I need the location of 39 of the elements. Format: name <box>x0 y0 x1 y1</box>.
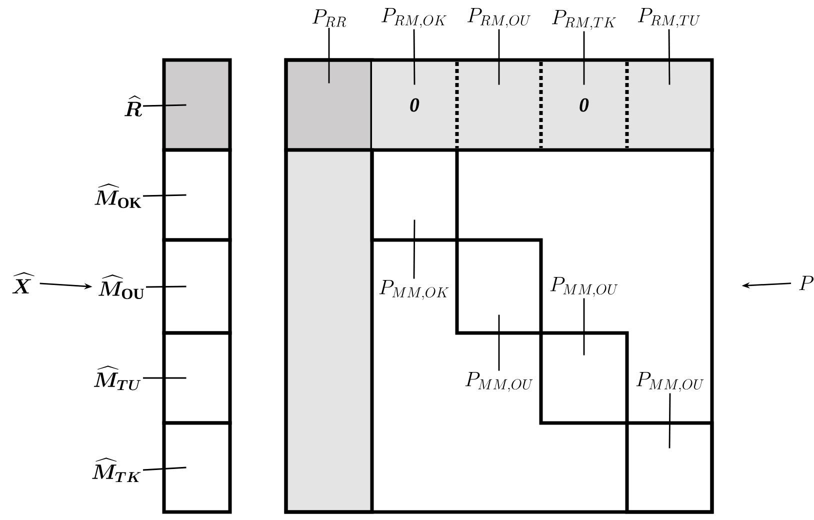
matrix-cell: 0 <box>541 60 627 150</box>
vector-label: $\widehat{X}$ <box>12 272 34 294</box>
element-label: $\widehat{M}_{TK}$ <box>92 458 141 482</box>
leader-line <box>668 29 670 85</box>
matrix-cell: 0 <box>372 60 457 150</box>
vector-cell <box>162 421 232 514</box>
element-label: $\widehat{M}_{TU}$ <box>94 366 141 390</box>
block-label: $P_{RM,TK}$ <box>552 10 616 30</box>
leader-line <box>143 377 186 379</box>
matrix-box <box>284 58 714 514</box>
leader-line <box>146 286 186 288</box>
leader-line <box>668 393 671 448</box>
leader-line <box>413 29 416 85</box>
leader-line <box>142 466 186 471</box>
leader-line <box>413 220 416 279</box>
block-label: $P_{RM,OK}$ <box>382 8 446 28</box>
matrix-cell <box>627 60 712 150</box>
diagonal-block <box>455 238 543 335</box>
block-label: $P_{RM,TU}$ <box>638 8 700 28</box>
leader-line <box>498 29 500 85</box>
leader-line <box>498 314 500 371</box>
leader-line <box>328 28 330 84</box>
leader-line <box>142 194 186 197</box>
matrix-label: $P$ <box>799 276 814 290</box>
block-label: $P_{MM,OU}$ <box>550 276 618 298</box>
element-label: $\widehat{M}_{\mathrm{OK}}$ <box>94 184 142 208</box>
diagonal-block <box>370 148 459 242</box>
leader-line <box>583 298 585 356</box>
block-label: $P_{MM,OU}$ <box>465 372 533 392</box>
block-label: $P_{RM,OU}$ <box>468 8 530 28</box>
element-label: $\widehat{R}$ <box>124 95 142 116</box>
leader-line <box>142 104 186 107</box>
block-label: $P_{MM,OU}$ <box>636 372 704 392</box>
block-label: $P_{MM,OK}$ <box>379 280 449 300</box>
element-label: $\widehat{M}_{\mathrm{OU}}$ <box>98 274 144 300</box>
matrix-cell <box>457 60 541 150</box>
block-label: $P_{RR}$ <box>312 9 346 27</box>
diagonal-block <box>539 331 629 425</box>
leader-line <box>583 31 585 85</box>
